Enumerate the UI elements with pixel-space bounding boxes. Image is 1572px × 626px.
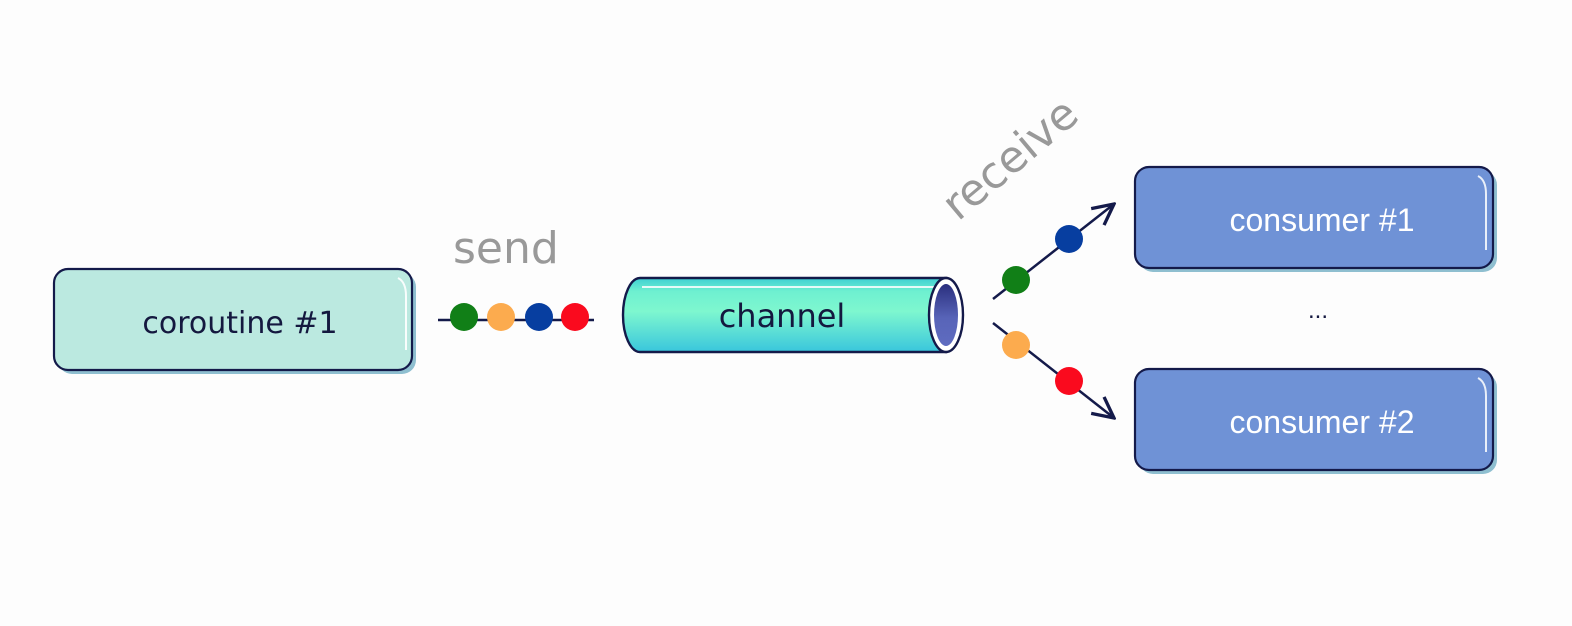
- receive-arrows: [992, 204, 1114, 418]
- channel-label: channel: [719, 297, 846, 335]
- message-red-received: [1055, 367, 1083, 395]
- producer-box: [52, 267, 414, 372]
- channel-node: channel: [621, 276, 965, 354]
- send-queue: [438, 303, 594, 331]
- consumer-1-box: [1133, 165, 1495, 270]
- message-red: [561, 303, 589, 331]
- producer-node: coroutine #1: [52, 267, 416, 374]
- channel-tube: [621, 276, 948, 354]
- message-green-received: [1002, 266, 1030, 294]
- receive-label: receive: [932, 88, 1088, 230]
- producer-label: coroutine #1: [142, 306, 337, 341]
- message-orange-received: [1002, 331, 1030, 359]
- message-green: [450, 303, 478, 331]
- consumer-2-box: [1133, 367, 1495, 472]
- consumer-2-node: consumer #2: [1133, 367, 1497, 474]
- more-consumers-ellipsis: ...: [1308, 297, 1328, 324]
- consumer-1-node: consumer #1: [1133, 165, 1497, 272]
- message-blue-received: [1055, 225, 1083, 253]
- message-orange: [487, 303, 515, 331]
- consumer-2-label: consumer #2: [1230, 404, 1415, 440]
- send-label: send: [453, 223, 559, 274]
- consumer-1-label: consumer #1: [1230, 202, 1415, 238]
- message-blue: [525, 303, 553, 331]
- channel-opening: [934, 284, 958, 346]
